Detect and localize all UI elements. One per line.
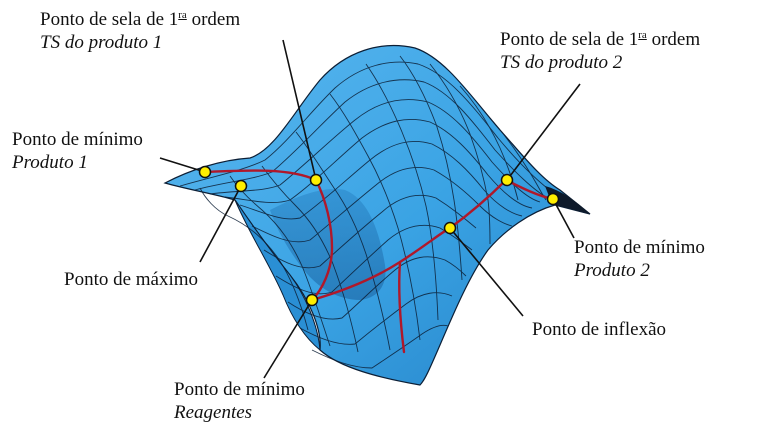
leader-ts2 bbox=[506, 83, 581, 181]
label-min-reag-line1: Ponto de mínimo bbox=[174, 379, 305, 400]
leader-min-prod1 bbox=[159, 157, 206, 173]
label-min-reag-sub: Reagentes bbox=[174, 402, 253, 423]
label-ts2-suffix: ordem bbox=[646, 29, 701, 50]
surface-front-fold bbox=[234, 199, 321, 352]
label-inflexao: Ponto de inflexão bbox=[532, 318, 666, 341]
leader-min-reag bbox=[263, 299, 313, 379]
label-min-prod2: Ponto de mínimo Produto 2 bbox=[574, 236, 705, 282]
point-min-reag bbox=[305, 293, 319, 307]
label-min-prod1: Ponto de mínimo Produto 1 bbox=[12, 128, 143, 174]
label-min-prod2-line1: Ponto de mínimo bbox=[574, 237, 705, 258]
point-min-prod1 bbox=[198, 165, 212, 179]
leader-max bbox=[199, 185, 242, 263]
label-ts2-sub: TS do produto 2 bbox=[500, 52, 623, 73]
surface-mesh bbox=[179, 55, 556, 369]
label-ts1-prefix: Ponto de sela de 1 bbox=[40, 9, 179, 30]
point-max bbox=[234, 179, 248, 193]
point-ts1 bbox=[309, 173, 323, 187]
label-ts1-suffix: ordem bbox=[186, 9, 241, 30]
path-front-branch bbox=[398, 260, 406, 354]
point-inflexao bbox=[443, 221, 457, 235]
leader-lines bbox=[159, 39, 581, 379]
label-ts2-prefix: Ponto de sela de 1 bbox=[500, 29, 639, 50]
label-ts1-sup: ra bbox=[178, 9, 187, 21]
leader-inflexao bbox=[449, 227, 524, 317]
label-max: Ponto de máximo bbox=[64, 268, 198, 291]
label-ts2-sup: ra bbox=[638, 29, 647, 41]
leader-ts1 bbox=[282, 39, 317, 181]
point-min-prod2 bbox=[546, 192, 560, 206]
label-ts2: Ponto de sela de 1ra ordem TS do produto… bbox=[500, 28, 700, 74]
point-ts2 bbox=[500, 173, 514, 187]
label-inflexao-line1: Ponto de inflexão bbox=[532, 319, 667, 340]
label-min-reag: Ponto de mínimo Reagentes bbox=[174, 378, 305, 424]
label-ts1-sub: TS do produto 1 bbox=[40, 32, 163, 53]
label-ts1: Ponto de sela de 1ra ordem TS do produto… bbox=[40, 8, 240, 54]
label-min-prod1-line1: Ponto de mínimo bbox=[12, 129, 143, 150]
leader-min-prod2 bbox=[552, 198, 575, 239]
label-min-prod1-sub: Produto 1 bbox=[12, 152, 88, 173]
surface-valley bbox=[270, 189, 386, 300]
label-max-line1: Ponto de máximo bbox=[64, 269, 199, 290]
label-min-prod2-sub: Produto 2 bbox=[574, 260, 650, 281]
stationary-points bbox=[198, 165, 560, 307]
path-to-product-1 bbox=[203, 169, 334, 302]
surface-edge-dark bbox=[545, 186, 590, 214]
